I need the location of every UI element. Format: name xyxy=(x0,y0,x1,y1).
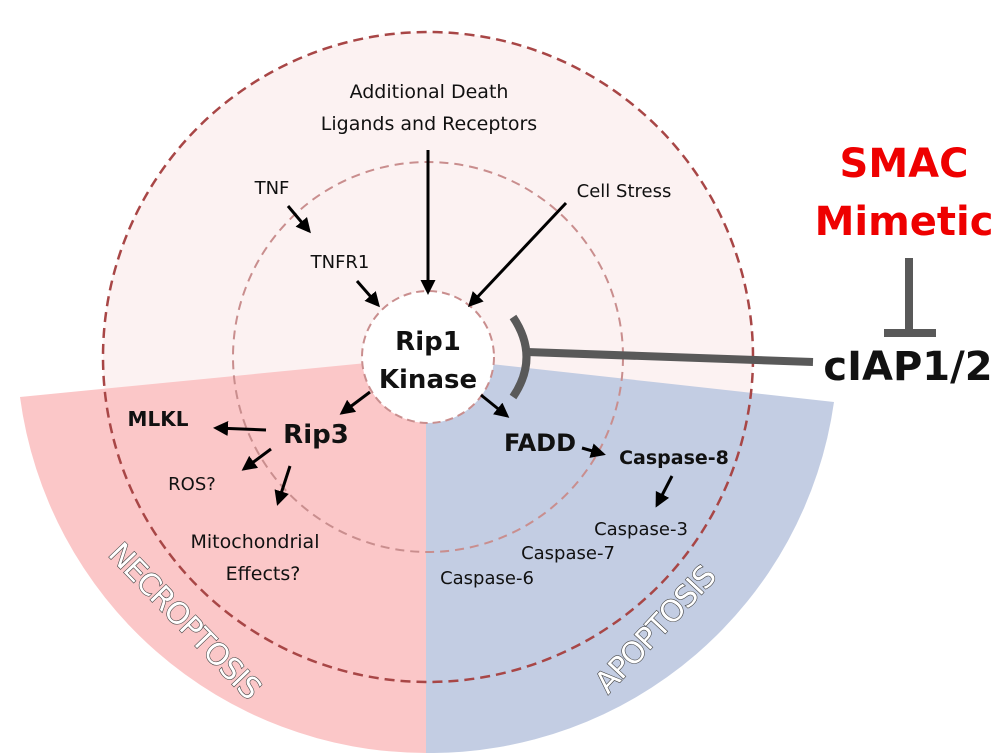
smac-label-1: SMAC xyxy=(840,141,969,187)
smac-label-2: Mimetic xyxy=(815,199,994,245)
necroptosis-region xyxy=(20,357,428,753)
arrow-rip3-to-mlkl xyxy=(213,420,267,436)
center-node xyxy=(361,290,495,424)
tnfr1-label: TNFR1 xyxy=(310,252,370,273)
additional-ligands-label-1: Additional Death xyxy=(350,81,509,103)
caspase6-label: Caspase-6 xyxy=(440,568,534,589)
inhibition-line-ciap-to-rip1 xyxy=(526,348,814,366)
kinase-label: Kinase xyxy=(379,365,477,395)
mlkl-label: MLKL xyxy=(128,407,189,431)
fadd-label: FADD xyxy=(504,429,576,457)
additional-ligands-label-2: Ligands and Receptors xyxy=(321,113,537,135)
ros-label: ROS? xyxy=(168,474,216,495)
caspase8-label: Caspase-8 xyxy=(619,447,729,469)
tnf-label: TNF xyxy=(254,178,290,199)
apoptosis-region xyxy=(426,357,834,753)
caspase3-label: Caspase-3 xyxy=(594,519,688,540)
arrow-rip3-to-mito xyxy=(274,465,292,506)
rip3-label: Rip3 xyxy=(283,420,349,450)
caspase7-label: Caspase-7 xyxy=(521,543,615,564)
arrow-caspase8-to-caspase3 xyxy=(655,475,674,508)
arrow-tnf-to-tnfr1 xyxy=(286,205,311,234)
inhibition-bar-rip1 xyxy=(509,314,531,400)
arrow-tnfr1-to-rip1 xyxy=(355,280,380,308)
mitochondrial-label-2: Effects? xyxy=(226,563,301,585)
arrow-cell-stress-to-rip1 xyxy=(467,201,568,308)
cell-stress-label: Cell Stress xyxy=(577,181,672,202)
mitochondrial-label-1: Mitochondrial xyxy=(191,531,320,553)
ciap-label: cIAP1/2 xyxy=(823,344,992,390)
arrow-rip3-to-ros xyxy=(241,447,272,471)
arrow-rip1-to-rip3 xyxy=(339,390,371,415)
rip1-label: Rip1 xyxy=(395,327,461,357)
arrow-fadd-to-caspase8 xyxy=(581,443,606,458)
arrow-rip1-to-fadd xyxy=(480,393,510,418)
